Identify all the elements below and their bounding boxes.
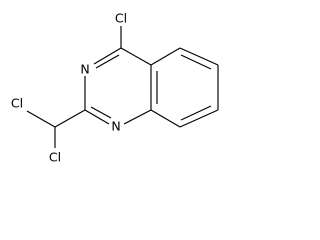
atom-n3: N xyxy=(80,62,89,77)
bond-c4-n3-inner xyxy=(95,54,120,69)
bonds xyxy=(26,26,219,148)
bond-c2-n1 xyxy=(84,109,110,125)
bond-n1-c8a xyxy=(123,109,152,125)
bond-ch-cl-left xyxy=(26,110,56,128)
atom-labels: Cl N N Cl Cl xyxy=(11,11,127,165)
bond-c2-ch xyxy=(54,109,86,128)
bond-c8-c8a xyxy=(150,109,181,128)
bond-c7-c8 xyxy=(179,109,219,128)
structure-diagram: Cl N N Cl Cl xyxy=(11,11,219,165)
bond-c4-n3 xyxy=(93,47,122,65)
bond-c5-c6 xyxy=(179,47,219,66)
atom-n1: N xyxy=(111,119,120,134)
bond-c2-n1-inner xyxy=(90,106,112,119)
bond-c5-c6-inner xyxy=(180,54,212,70)
atom-cl-top: Cl xyxy=(115,11,127,26)
bond-c4a-c5 xyxy=(150,47,181,66)
atom-cl-right: Cl xyxy=(49,150,61,165)
bond-c7-c8-inner xyxy=(180,105,212,121)
atom-cl-left: Cl xyxy=(11,96,23,111)
bond-c4a-c4 xyxy=(120,47,152,66)
